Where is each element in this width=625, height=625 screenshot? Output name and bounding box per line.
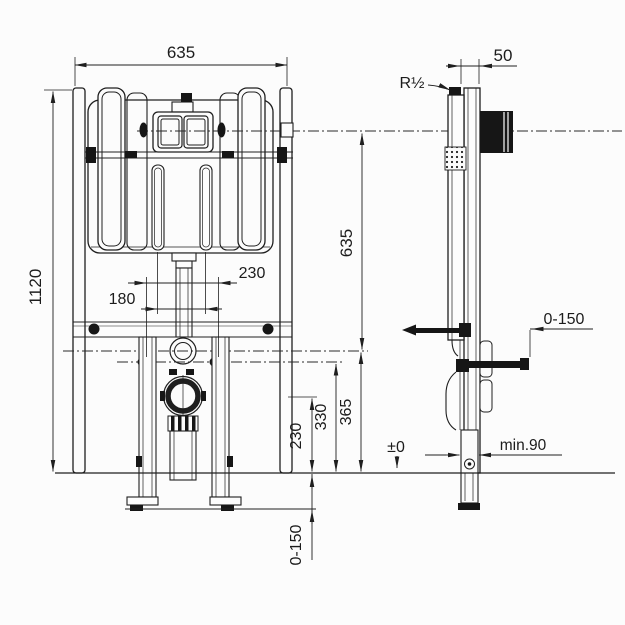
outlet-bend	[160, 369, 206, 432]
slot-right	[199, 164, 213, 251]
side-view	[402, 87, 529, 510]
lower-crossbar	[73, 321, 292, 338]
dim-overall-height-label: 1120	[26, 269, 45, 306]
dim-overall-height: 1120	[26, 89, 72, 472]
back-rail-right	[219, 92, 241, 251]
dim-foot-adjustment: 0-150	[288, 474, 315, 565]
fixing-rod-lower	[456, 358, 529, 372]
label-water-inlet-text: R½	[400, 75, 425, 92]
dim-drain-height-label: 230	[288, 423, 305, 450]
dimensions: 635 1120 230 180 635	[26, 43, 593, 565]
bolt-left	[88, 323, 100, 335]
drain-pipe	[169, 430, 197, 481]
dim-rod-adjustment-label: 0-150	[544, 311, 585, 328]
dim-axis-distance-label: 635	[337, 229, 356, 257]
dim-frame-depth: 50	[446, 46, 517, 84]
dim-fixing-height-label: 330	[313, 404, 330, 431]
dim-foot-adjustment-label: 0-150	[288, 524, 305, 565]
frame-rail-right	[279, 87, 293, 474]
dim-inner-spacing: 180	[109, 252, 222, 314]
flush-pipe	[171, 252, 197, 338]
frame-rail-left	[72, 87, 86, 474]
side-flush-bend	[445, 339, 464, 431]
dim-rod-adjustment: 0-150	[529, 311, 593, 357]
dim-outlet-axis-height: 365	[338, 352, 364, 472]
dim-bolt-spacing: 230	[128, 265, 265, 357]
bolt-right	[262, 323, 274, 335]
foot-right	[209, 496, 242, 511]
front-view	[63, 87, 622, 511]
upper-crossbar	[85, 147, 293, 163]
cap-housing	[171, 101, 194, 113]
label-water-inlet: R½	[400, 75, 451, 92]
back-rail-left	[126, 92, 148, 251]
panel-hole-right	[217, 122, 226, 138]
flush-button-left	[157, 115, 183, 149]
dim-fixing-height: 330	[313, 363, 339, 472]
side-tab-upper	[479, 340, 493, 378]
cistern-rail-right	[237, 87, 266, 251]
dim-bolt-spacing-label: 230	[239, 265, 266, 282]
dim-overall-width: 635	[74, 43, 288, 86]
side-foot	[458, 429, 480, 510]
floor-datum-label: ±0	[387, 439, 405, 456]
filler-cap	[181, 93, 192, 102]
slot-left	[151, 164, 165, 251]
anchor-rod-upper	[402, 323, 471, 337]
cistern-rail-left	[97, 87, 126, 251]
wall-bracket	[480, 111, 513, 153]
water-inlet-cap	[449, 87, 461, 95]
dim-drain-height: 230	[288, 396, 317, 472]
dim-min-depth: min.90	[425, 437, 562, 458]
dim-inner-spacing-label: 180	[109, 291, 136, 308]
side-frame-rail	[463, 87, 481, 474]
dim-frame-depth-label: 50	[494, 46, 513, 65]
side-cistern	[447, 94, 465, 341]
flush-button-right	[183, 115, 209, 149]
floor-datum: ±0	[387, 439, 405, 469]
fixing-plate	[444, 146, 467, 171]
rail-opening	[280, 122, 294, 138]
foot-left	[126, 496, 159, 511]
dim-axis-distance: 635	[337, 133, 365, 350]
dim-outlet-axis-height-label: 365	[338, 399, 355, 426]
side-tab-lower	[479, 379, 493, 413]
panel-hole-left	[139, 122, 148, 138]
dim-min-depth-label: min.90	[500, 437, 547, 454]
dim-overall-width-label: 635	[167, 43, 195, 62]
